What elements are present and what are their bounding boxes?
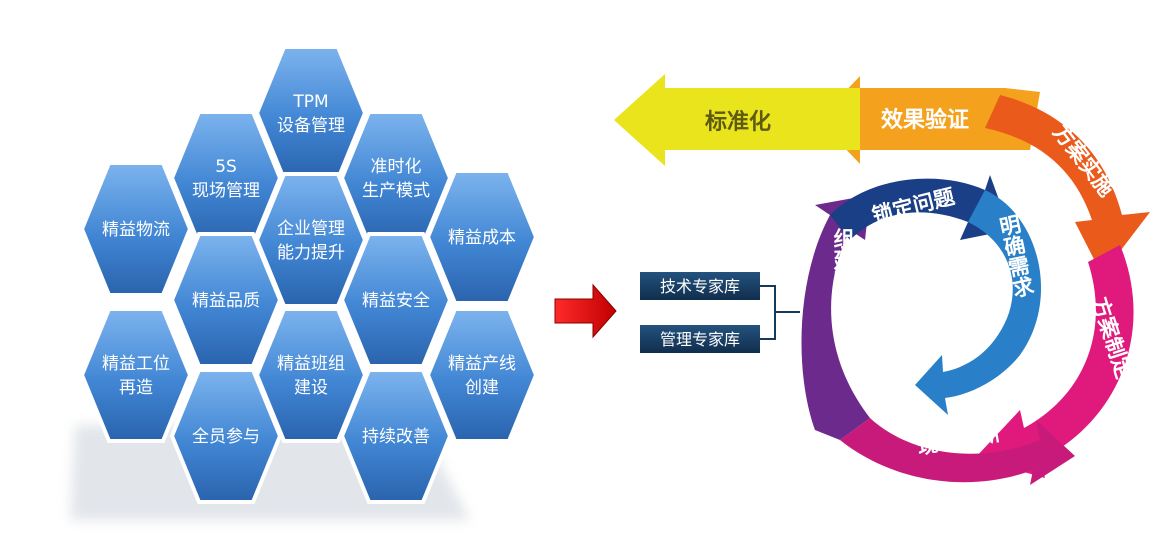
arrow-standardize-body bbox=[614, 74, 860, 166]
hexagon-shape bbox=[169, 368, 283, 504]
hexagon-label: 建设 bbox=[294, 378, 328, 398]
hexagon-label: 全员参与 bbox=[192, 427, 260, 447]
band-team bbox=[801, 195, 870, 440]
hexagon-label: 精益品质 bbox=[192, 291, 260, 311]
arrow-verify bbox=[818, 76, 1040, 164]
hexagon-quality: 精益品质 bbox=[169, 232, 283, 368]
hexagon-label: 能力提升 bbox=[277, 243, 345, 263]
standardize-label: 标准化 bbox=[705, 109, 771, 135]
hexagon-improve: 持续改善 bbox=[339, 368, 453, 504]
hexagon-safety: 精益安全 bbox=[339, 232, 453, 368]
hexagon-all: 全员参与 bbox=[169, 368, 283, 504]
hexagon-label: 精益成本 bbox=[448, 228, 516, 248]
hexagon-label: 现场管理 bbox=[192, 181, 260, 201]
verify-label: 效果验证 bbox=[881, 107, 969, 133]
band-needs bbox=[915, 190, 1042, 415]
hexagon-shape bbox=[339, 232, 453, 368]
cycle-team-label: 组建团队 bbox=[831, 227, 855, 313]
hexagon-label: 准时化 bbox=[371, 157, 422, 177]
hexagon-shape bbox=[169, 232, 283, 368]
library-tech-label: 技术专家库 bbox=[660, 277, 740, 296]
hexagon-label: 设备管理 bbox=[277, 116, 345, 136]
hexagon-shape bbox=[79, 307, 193, 443]
hexagon-label: 生产模式 bbox=[362, 181, 430, 201]
red-arrow bbox=[554, 283, 617, 339]
hexagon-label: 精益安全 bbox=[362, 291, 430, 311]
hexagon-cost: 精益成本 bbox=[425, 169, 539, 305]
hexagon-label: 精益产线 bbox=[448, 354, 516, 374]
outer-band-formulate bbox=[975, 245, 1134, 478]
hexagon-shape bbox=[79, 161, 193, 297]
hexagon-label: 企业管理 bbox=[277, 219, 345, 239]
outer-band-implement bbox=[985, 95, 1150, 275]
library-tech: 技术专家库 bbox=[640, 272, 760, 300]
hexagon-label: 5S bbox=[215, 157, 237, 177]
hexagon-label: 精益物流 bbox=[102, 220, 170, 240]
hexagon-tpm: TPM 设备管理 bbox=[254, 45, 368, 181]
cycle-diagram: 锁定问题 明确需求 组建团队 现场诊断 方案实施 方案制定 bbox=[801, 95, 1150, 485]
hexagon-label: TPM bbox=[292, 92, 328, 112]
hexagon-logistics: 精益物流 bbox=[79, 161, 193, 297]
hexagon-shape bbox=[339, 368, 453, 504]
hexagon-shape bbox=[425, 307, 539, 443]
bracket-connector bbox=[760, 285, 800, 340]
band-diagnosis bbox=[840, 418, 1075, 485]
hexagon-label: 创建 bbox=[465, 378, 499, 398]
hexagon-label: 再造 bbox=[119, 378, 153, 398]
hexagon-5s: 5S 现场管理 bbox=[169, 110, 283, 246]
hexagon-shape bbox=[425, 169, 539, 305]
band-lock bbox=[830, 175, 1010, 240]
library-mgmt: 管理专家库 bbox=[640, 325, 760, 353]
hexagon-label: 持续改善 bbox=[362, 427, 430, 447]
expert-libraries: 技术专家库 管理专家库 bbox=[640, 272, 800, 353]
hexagon-label: 精益工位 bbox=[102, 354, 170, 374]
hexagon-label: 精益班组 bbox=[277, 354, 345, 374]
library-mgmt-label: 管理专家库 bbox=[660, 330, 740, 349]
top-arrows: 标准化 效果验证 bbox=[614, 74, 1040, 166]
